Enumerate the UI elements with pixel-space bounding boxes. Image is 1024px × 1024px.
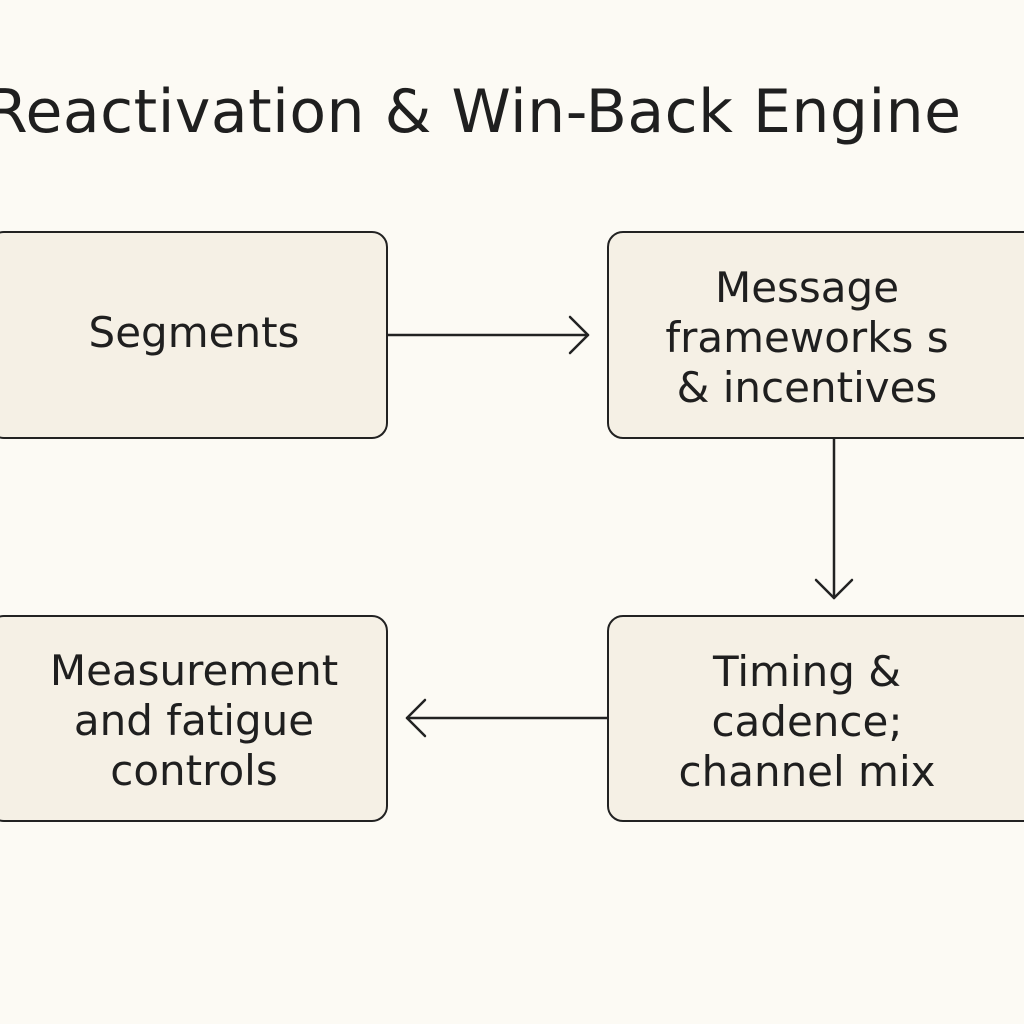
diagram-title: Reactivation & Win-Back Engine [0, 77, 962, 147]
node-measurement: Measurement and fatigue controls [0, 615, 388, 822]
arrowhead-icon [405, 698, 427, 738]
node-label: Timing & cadence; channel mix [678, 646, 936, 796]
edge-timing-to-measurement [405, 698, 609, 738]
node-label: Segments [88, 308, 300, 357]
edge-segments-to-frameworks [386, 315, 590, 355]
node-message-frameworks: Message frameworks s & incentives [607, 231, 1024, 439]
node-segments: Segments [0, 231, 388, 439]
arrowhead-icon [814, 578, 854, 600]
node-label: Message frameworks s & incentives [665, 263, 949, 412]
node-timing-cadence: Timing & cadence; channel mix [607, 615, 1024, 822]
node-label: Measurement and fatigue controls [49, 645, 339, 795]
arrowhead-icon [568, 315, 590, 355]
edge-frameworks-to-timing [814, 437, 854, 600]
